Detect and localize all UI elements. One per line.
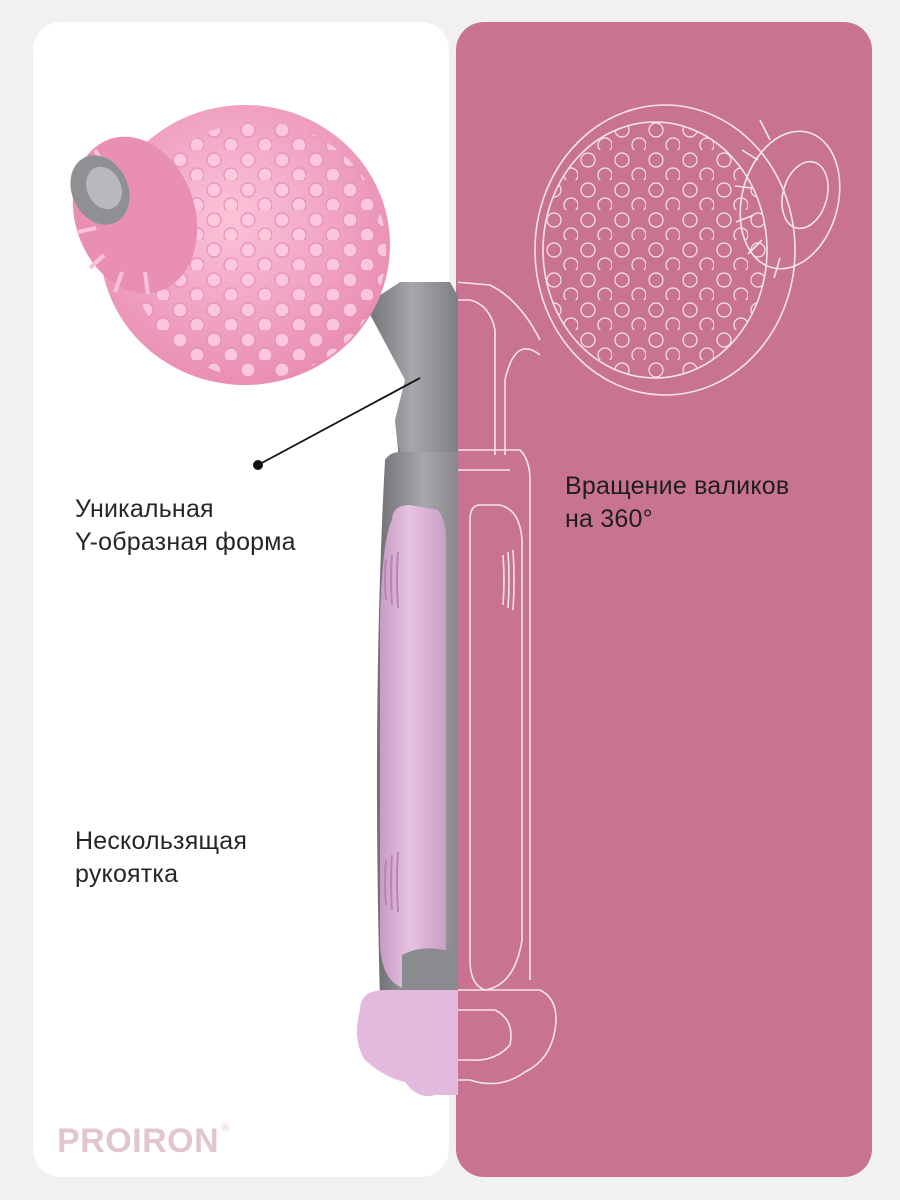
brand-logo: PROIRON® — [57, 1122, 230, 1161]
grip-label-line1: Нескользящая — [75, 827, 248, 855]
rotation-label-line1: Вращение валиков — [565, 472, 790, 500]
y-shape-label: Уникальная Y-образная форма — [75, 493, 296, 559]
y-shape-label-line1: Уникальная — [75, 495, 214, 523]
grip-label-line2: рукоятка — [75, 860, 179, 888]
roller-render — [70, 105, 458, 1097]
rotation-label: Вращение валиков на 360° — [565, 470, 789, 536]
roller-outline — [458, 104, 841, 1085]
brand-logo-text: PROIRON — [57, 1122, 220, 1160]
grip-label: Нескользящая рукоятка — [75, 825, 247, 891]
y-shape-label-line2: Y-образная форма — [75, 528, 296, 556]
registered-mark: ® — [221, 1122, 230, 1134]
rotation-label-line2: на 360° — [565, 505, 653, 533]
